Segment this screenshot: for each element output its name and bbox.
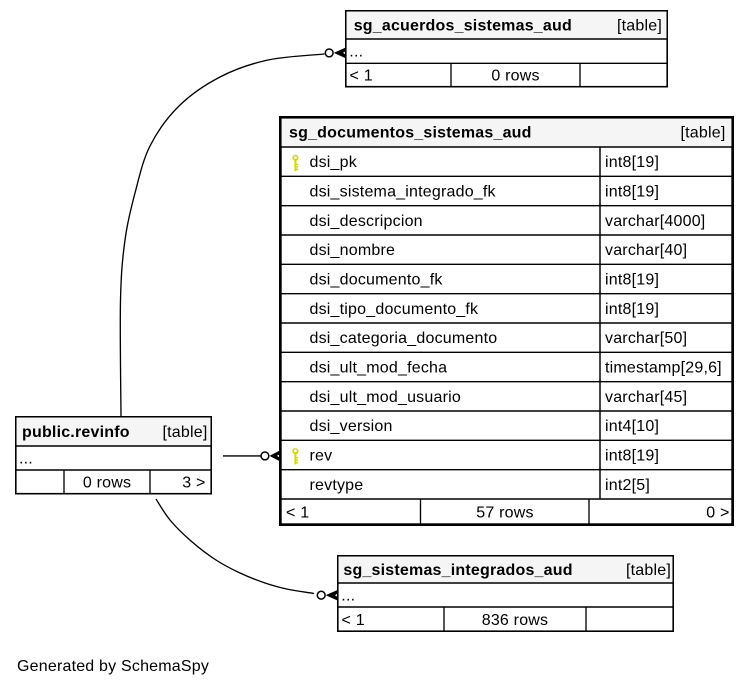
svg-text:rev: rev	[310, 448, 333, 465]
svg-text:revtype: revtype	[310, 477, 364, 494]
svg-text:< 1: < 1	[342, 612, 365, 629]
svg-text:0 rows: 0 rows	[83, 475, 131, 492]
svg-text:[table]: [table]	[163, 424, 208, 441]
svg-text:[table]: [table]	[617, 18, 662, 35]
svg-text:...: ...	[349, 44, 363, 61]
svg-text:Generated by SchemaSpy: Generated by SchemaSpy	[17, 658, 209, 675]
svg-text:57 rows: 57 rows	[476, 505, 533, 522]
svg-text:< 1: < 1	[350, 68, 373, 85]
svg-text:...: ...	[19, 451, 33, 468]
svg-text:dsi_categoria_documento: dsi_categoria_documento	[310, 330, 498, 347]
svg-text:dsi_version: dsi_version	[310, 418, 393, 435]
svg-text:int8[19]: int8[19]	[605, 272, 659, 289]
svg-text:varchar[4000]: varchar[4000]	[605, 213, 705, 230]
svg-text:int8[19]: int8[19]	[605, 301, 659, 318]
svg-text:[table]: [table]	[626, 562, 671, 579]
svg-text:dsi_documento_fk: dsi_documento_fk	[310, 272, 444, 289]
svg-text:dsi_pk: dsi_pk	[310, 154, 358, 171]
svg-text:sg_sistemas_integrados_aud: sg_sistemas_integrados_aud	[343, 562, 572, 579]
svg-text:0 rows: 0 rows	[491, 68, 539, 85]
svg-text:int8[19]: int8[19]	[605, 448, 659, 465]
svg-text:public.revinfo: public.revinfo	[22, 424, 130, 441]
svg-text:sg_acuerdos_sistemas_aud: sg_acuerdos_sistemas_aud	[354, 18, 572, 35]
svg-text:0 >: 0 >	[706, 505, 729, 522]
svg-text:int8[19]: int8[19]	[605, 154, 659, 171]
svg-text:sg_documentos_sistemas_aud: sg_documentos_sistemas_aud	[289, 125, 532, 142]
svg-text:836 rows: 836 rows	[482, 612, 549, 629]
svg-text:int2[5]: int2[5]	[605, 477, 650, 494]
svg-text:int8[19]: int8[19]	[605, 184, 659, 201]
svg-text:< 1: < 1	[286, 505, 309, 522]
svg-text:dsi_ult_mod_usuario: dsi_ult_mod_usuario	[310, 389, 461, 406]
svg-text:dsi_descripcion: dsi_descripcion	[310, 213, 423, 230]
svg-text:3 >: 3 >	[182, 475, 205, 492]
svg-text:int4[10]: int4[10]	[605, 418, 659, 435]
svg-text:dsi_tipo_documento_fk: dsi_tipo_documento_fk	[310, 301, 480, 318]
svg-text:...: ...	[341, 588, 355, 605]
svg-text:dsi_sistema_integrado_fk: dsi_sistema_integrado_fk	[310, 184, 497, 201]
svg-text:dsi_nombre: dsi_nombre	[310, 242, 396, 259]
svg-text:varchar[50]: varchar[50]	[605, 330, 687, 347]
svg-text:varchar[45]: varchar[45]	[605, 389, 687, 406]
svg-text:dsi_ult_mod_fecha: dsi_ult_mod_fecha	[310, 360, 448, 377]
svg-text:timestamp[29,6]: timestamp[29,6]	[605, 360, 722, 377]
svg-text:[table]: [table]	[681, 125, 726, 142]
svg-text:varchar[40]: varchar[40]	[605, 242, 687, 259]
